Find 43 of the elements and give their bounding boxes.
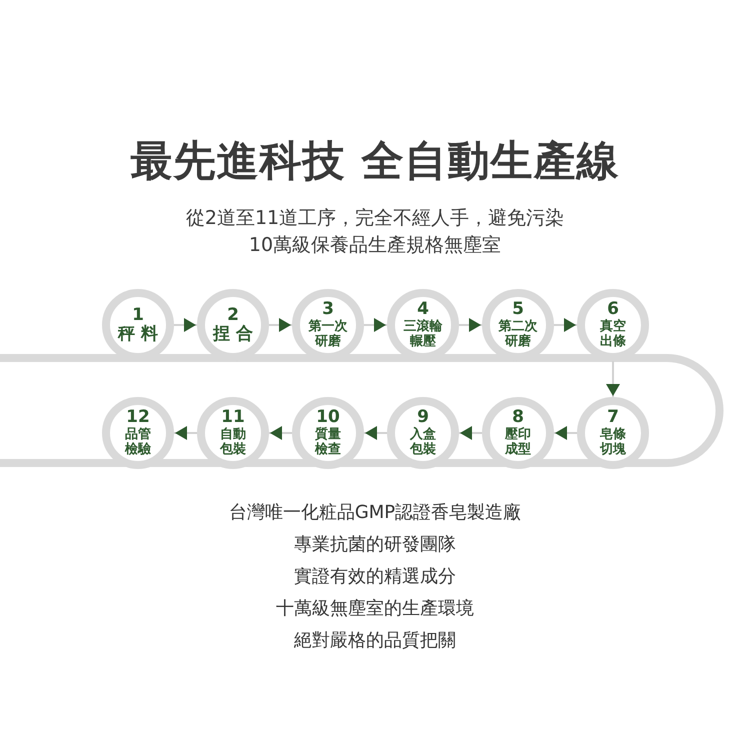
arrow (174, 426, 197, 440)
step-label: 品管檢驗 (124, 427, 152, 457)
arrow (269, 426, 292, 440)
arrow (364, 318, 387, 332)
text-line: 十萬級無塵室的生產環境 (276, 597, 474, 620)
step-number: 10 (316, 409, 340, 426)
arrow (554, 426, 577, 440)
step-label: 捏 合 (213, 324, 253, 344)
step-number: 8 (512, 409, 524, 426)
step-number: 11 (221, 409, 245, 426)
step-number: 7 (607, 409, 619, 426)
text-line: 台灣唯一化粧品GMP認證香皂製造廠 (228, 501, 522, 524)
step-number: 3 (322, 301, 334, 318)
step-number: 6 (607, 301, 619, 318)
arrow (606, 361, 620, 397)
step-label: 質量檢查 (314, 427, 342, 457)
step-number: 2 (227, 306, 239, 324)
text-line: 絕對嚴格的品質把關 (294, 629, 456, 652)
arrow (174, 318, 197, 332)
step-label: 壓印成型 (504, 427, 532, 457)
step-number: 12 (126, 409, 150, 426)
step-number: 9 (417, 409, 429, 426)
step-number: 5 (512, 301, 524, 318)
arrow (459, 318, 482, 332)
step-label: 自動包裝 (219, 427, 247, 457)
step-number: 4 (417, 301, 429, 318)
step-label: 第一次研磨 (308, 319, 348, 349)
step-label: 皂條切塊 (599, 427, 627, 457)
arrow (269, 318, 292, 332)
text-line: 專業抗菌的研發團隊 (294, 533, 456, 556)
step-label: 三滾輪輾壓 (403, 319, 443, 349)
text-line: 10萬級保養品生產規格無塵室 (248, 232, 502, 258)
step-label: 秤 料 (118, 324, 158, 344)
step-label: 第二次研磨 (498, 319, 538, 349)
step-label: 真空出條 (599, 319, 627, 349)
title: 最先進科技 全自動生產線 (130, 134, 620, 187)
text-line: 實證有效的精選成分 (294, 565, 456, 588)
arrow (554, 318, 577, 332)
arrow (364, 426, 387, 440)
step-number: 1 (132, 306, 144, 324)
arrow (459, 426, 482, 440)
text-line: 從2道至11道工序，完全不經人手，避免污染 (186, 206, 564, 231)
step-label: 入盒包裝 (409, 427, 437, 457)
